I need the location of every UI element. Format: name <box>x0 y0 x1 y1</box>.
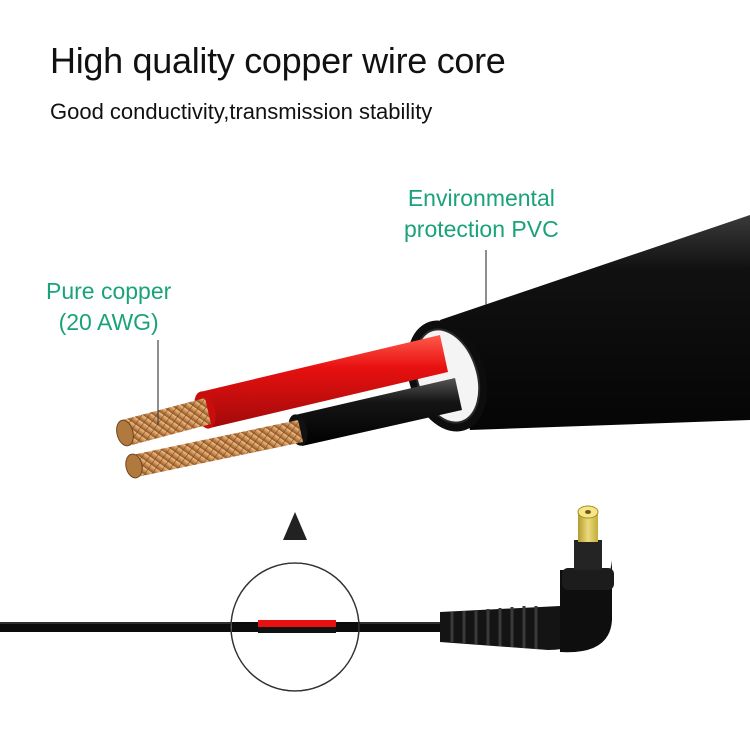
dc-cable <box>0 622 440 632</box>
up-triangle-icon <box>283 512 307 540</box>
headline: High quality copper wire core <box>50 40 506 81</box>
pvc-callout-line2: protection PVC <box>404 216 559 242</box>
copper-core-black <box>125 420 303 479</box>
copper-callout-line1: Pure copper <box>46 278 172 304</box>
cross-section-magnifier <box>230 562 360 692</box>
right-angle-dc-plug <box>440 505 614 653</box>
copper-callout: Pure copper (20 AWG) <box>46 276 171 338</box>
pvc-callout: Environmental protection PVC <box>404 183 559 245</box>
pvc-callout-line1: Environmental <box>407 185 555 211</box>
subheadline: Good conductivity,transmission stability <box>50 99 433 124</box>
copper-callout-line2: (20 AWG) <box>58 309 159 335</box>
copper-core-red <box>116 398 211 447</box>
